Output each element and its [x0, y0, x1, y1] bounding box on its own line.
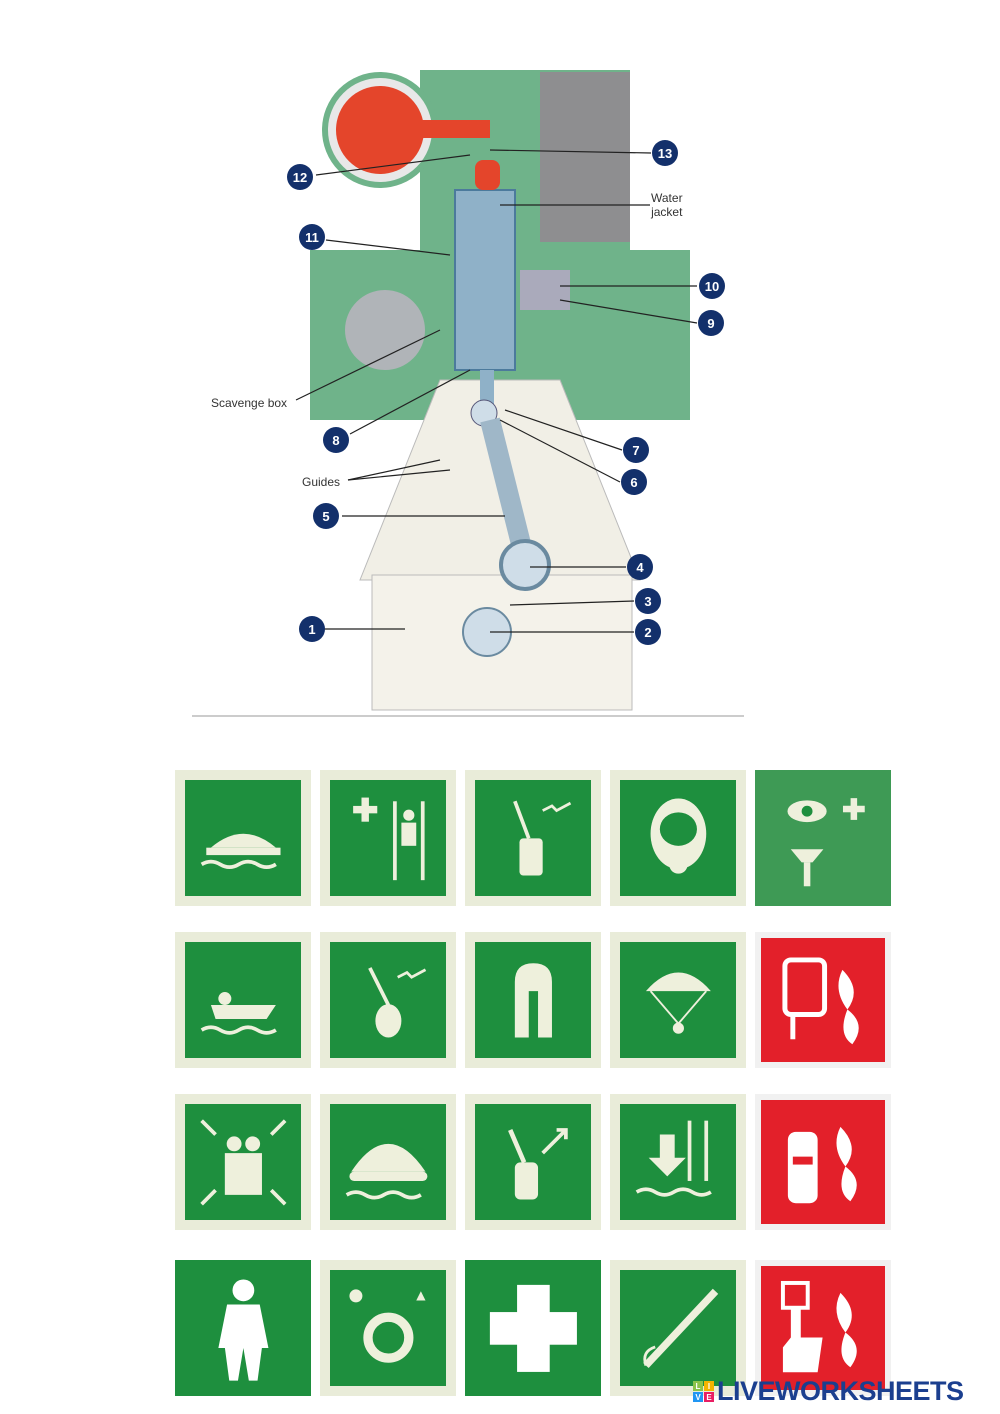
rescue-boat-icon — [200, 991, 277, 1035]
sign-face — [475, 780, 591, 896]
fire-alarm-call-point-icon — [781, 1281, 858, 1373]
label-guides: Guides — [302, 475, 341, 489]
sign-face — [755, 770, 891, 906]
logo-block-v: V — [693, 1392, 703, 1402]
sign-face — [620, 942, 736, 1058]
safety-sign-immersion-suit — [175, 1260, 311, 1396]
sign-face — [185, 780, 301, 896]
sign-face — [175, 1260, 311, 1396]
sign-face — [475, 1104, 591, 1220]
callout-3: 3 — [635, 588, 661, 614]
safety-sign-eye-wash — [755, 770, 891, 906]
safety-sign-lifeboat — [175, 770, 311, 906]
sign-face — [620, 1104, 736, 1220]
logo-block-e: E — [704, 1392, 714, 1402]
sign-face — [330, 942, 446, 1058]
safety-sign-lifejacket — [465, 932, 601, 1068]
fire-hose-reel-icon — [782, 957, 860, 1045]
safety-sign-lifebuoy-light-smoke — [320, 1260, 456, 1396]
label-scavenge-box: Scavenge box — [211, 396, 288, 410]
safety-sign-muster-station — [175, 1094, 311, 1230]
sign-face — [185, 942, 301, 1058]
safety-sign-rocket-flare — [610, 1260, 746, 1396]
logo-text: LIVEWORKSHEETS — [717, 1376, 964, 1406]
sign-face — [330, 1104, 446, 1220]
parachute-flare-icon — [645, 972, 711, 1034]
sign-face — [330, 780, 446, 896]
safety-sign-first-aid — [465, 1260, 601, 1396]
rocket-flare-icon — [642, 1288, 718, 1368]
immersion-suit-icon — [217, 1279, 269, 1381]
fire-extinguisher-icon — [788, 1127, 858, 1204]
safety-sign-breathing-apparatus — [610, 770, 746, 906]
callout-8: 8 — [323, 427, 349, 453]
callout-11: 11 — [299, 224, 325, 250]
safety-sign-epirb — [320, 932, 456, 1068]
safety-sign-fire-hose-reel — [755, 932, 891, 1068]
safety-sign-line-throwing — [465, 1094, 601, 1230]
embarkation-ladder-icon — [635, 1120, 712, 1197]
safety-sign-radio-beacon — [465, 770, 601, 906]
sign-face — [475, 942, 591, 1058]
lifeboat-icon — [200, 833, 281, 869]
callout-4: 4 — [627, 554, 653, 580]
callout-12: 12 — [287, 164, 313, 190]
radio-beacon-icon — [512, 800, 571, 876]
liveworksheets-logo: L I V E LIVEWORKSHEETS — [693, 1376, 964, 1407]
sign-face — [185, 1104, 301, 1220]
engine-cross-section-diagram — [192, 70, 744, 717]
sign-face — [620, 1270, 736, 1386]
callout-2: 2 — [635, 619, 661, 645]
sign-face — [465, 1260, 601, 1396]
first-aid-icon — [489, 1284, 577, 1372]
eye-wash-icon — [787, 797, 865, 886]
safety-sign-liferaft — [320, 1094, 456, 1230]
safety-sign-fire-alarm-call-point — [755, 1260, 891, 1396]
safety-sign-fire-extinguisher — [755, 1094, 891, 1230]
sign-face — [761, 938, 885, 1062]
callout-1: 1 — [299, 616, 325, 642]
logo-blocks: L I V E — [693, 1381, 714, 1402]
line-throwing-icon — [507, 1127, 568, 1200]
safety-sign-rescue-boat — [175, 932, 311, 1068]
safety-sign-parachute-flare — [610, 932, 746, 1068]
safety-sign-embarkation-ladder — [610, 1094, 746, 1230]
callout-7: 7 — [623, 437, 649, 463]
callout-9: 9 — [698, 310, 724, 336]
lifebuoy-light-smoke-icon — [349, 1289, 426, 1363]
breathing-apparatus-icon — [650, 798, 706, 874]
callout-10: 10 — [699, 273, 725, 299]
first-aid-stretcher-icon — [352, 797, 425, 880]
safety-sign-first-aid-stretcher — [320, 770, 456, 906]
label-water: Water — [651, 191, 683, 205]
logo-block-l: L — [693, 1381, 703, 1391]
sign-face — [761, 1266, 885, 1390]
sign-face — [761, 1100, 885, 1224]
epirb-icon — [367, 966, 426, 1038]
sign-face — [620, 780, 736, 896]
callout-5: 5 — [313, 503, 339, 529]
muster-station-icon — [199, 1118, 287, 1206]
sign-face — [330, 1270, 446, 1386]
lifejacket-icon — [514, 962, 552, 1038]
label-jacket: jacket — [651, 205, 683, 219]
liferaft-icon — [345, 1143, 427, 1200]
callout-13: 13 — [652, 140, 678, 166]
callout-6: 6 — [621, 469, 647, 495]
logo-block-i: I — [704, 1381, 714, 1391]
